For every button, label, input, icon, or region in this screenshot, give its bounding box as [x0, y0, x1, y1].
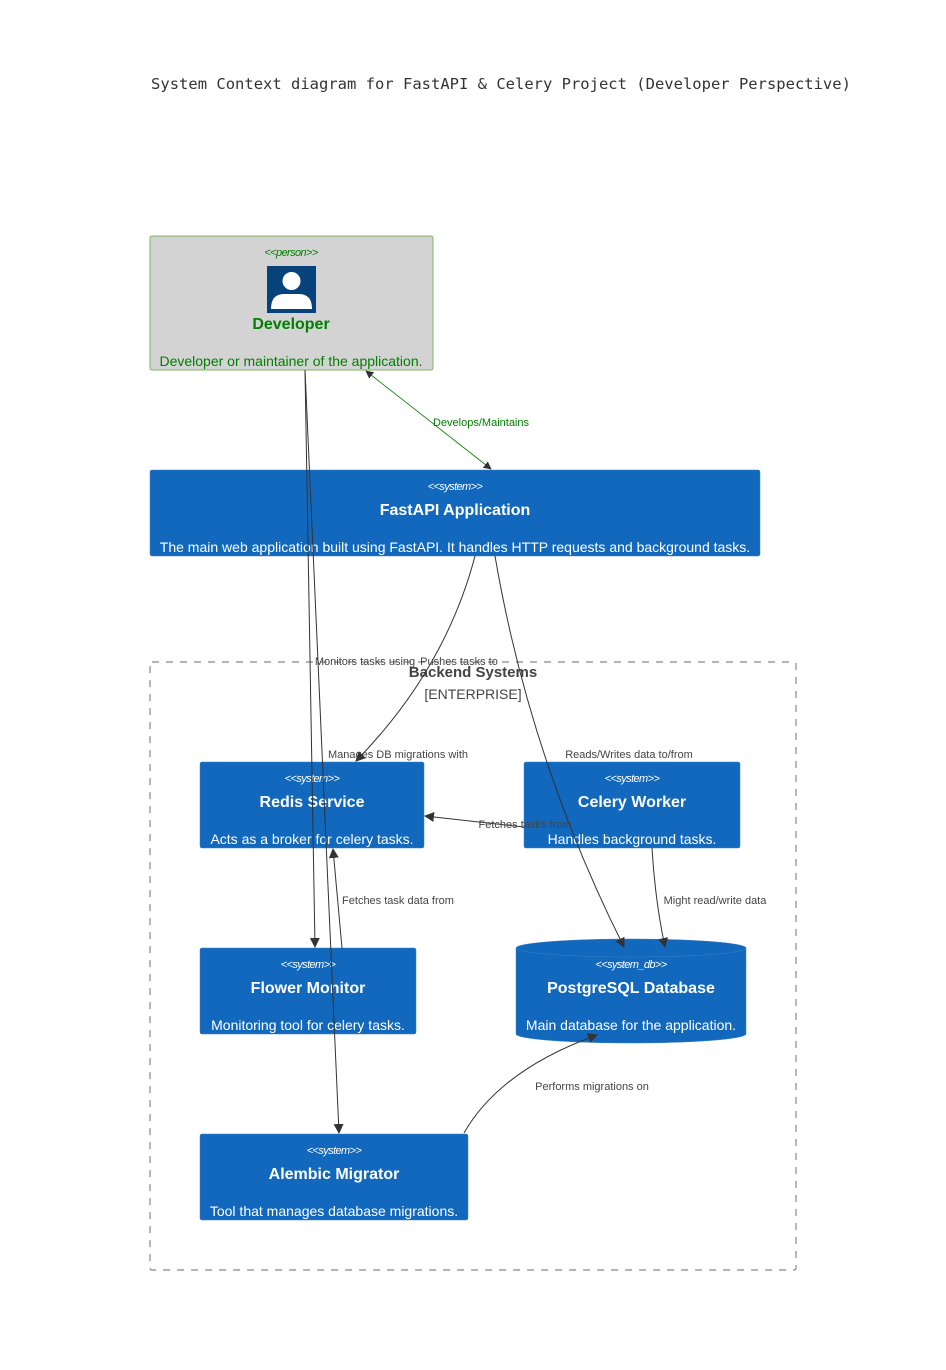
- system-stereotype: <<system>>: [285, 773, 341, 785]
- system-celery-worker[interactable]: <<system>> Celery Worker Handles backgro…: [523, 761, 741, 849]
- system-alembic-migrator[interactable]: <<system>> Alembic Migrator Tool that ma…: [199, 1133, 469, 1221]
- system-stereotype: <<system>>: [281, 959, 337, 971]
- system-description: The main web application built using Fas…: [160, 539, 750, 555]
- system-redis-service[interactable]: <<system>> Redis Service Acts as a broke…: [199, 761, 425, 849]
- system-stereotype: <<system>>: [428, 481, 484, 493]
- relation-fetches-tasks: Fetches tasks from: [424, 812, 572, 831]
- relation-pushes-tasks: Pushes tasks to: [355, 555, 498, 762]
- relation-monitors-tasks: Monitors tasks using: [304, 369, 415, 948]
- relation-label: Fetches tasks from: [479, 819, 572, 831]
- system-name: Alembic Migrator: [269, 1166, 400, 1183]
- relation-label: Might read/write data: [664, 895, 768, 907]
- person-name: Developer: [252, 316, 329, 333]
- relation-might-read-write: Might read/write data: [651, 847, 768, 948]
- system-name: PostgreSQL Database: [547, 980, 715, 997]
- system-description: Acts as a broker for celery tasks.: [210, 831, 413, 847]
- person-description: Developer or maintainer of the applicati…: [159, 353, 422, 369]
- relation-label: Develops/Maintains: [433, 417, 529, 429]
- system-description: Tool that manages database migrations.: [210, 1203, 458, 1219]
- relation-label: Monitors tasks using: [315, 656, 415, 668]
- system-description: Handles background tasks.: [548, 831, 717, 847]
- relation-label: Fetches task data from: [342, 895, 454, 907]
- person-icon: [267, 266, 316, 313]
- relation-fetches-task-data: Fetches task data from: [328, 848, 454, 949]
- relation-label: Performs migrations on: [535, 1081, 649, 1093]
- system-stereotype: <<system>>: [307, 1145, 363, 1157]
- relation-develops-maintains: Develops/Maintains: [365, 370, 529, 470]
- person-developer[interactable]: <<person>> Developer Developer or mainta…: [149, 235, 434, 371]
- system-stereotype: <<system_db>>: [595, 959, 667, 971]
- system-name: Flower Monitor: [251, 980, 366, 997]
- system-description: Main database for the application.: [526, 1017, 736, 1033]
- system-postgresql-database[interactable]: <<system_db>> PostgreSQL Database Main d…: [515, 938, 747, 1044]
- boundary-backend-systems: Backend Systems [ENTERPRISE]: [149, 661, 797, 1271]
- system-flower-monitor[interactable]: <<system>> Flower Monitor Monitoring too…: [199, 947, 417, 1035]
- relation-label: Manages DB migrations with: [328, 749, 468, 761]
- boundary-type: [ENTERPRISE]: [424, 686, 521, 702]
- relation-label: Reads/Writes data to/from: [565, 749, 693, 761]
- relation-performs-migrations: Performs migrations on: [463, 1033, 649, 1134]
- system-stereotype: <<system>>: [605, 773, 661, 785]
- system-name: Celery Worker: [578, 794, 686, 811]
- diagram-title: System Context diagram for FastAPI & Cel…: [151, 75, 851, 93]
- system-name: FastAPI Application: [380, 502, 531, 519]
- system-description: Monitoring tool for celery tasks.: [211, 1017, 405, 1033]
- system-fastapi-application[interactable]: <<system>> FastAPI Application The main …: [149, 469, 761, 557]
- boundary-name: Backend Systems: [409, 664, 537, 681]
- relation-reads-writes: Reads/Writes data to/from: [494, 555, 693, 948]
- relation-label: Pushes tasks to: [420, 656, 498, 668]
- person-stereotype: <<person>>: [264, 247, 319, 259]
